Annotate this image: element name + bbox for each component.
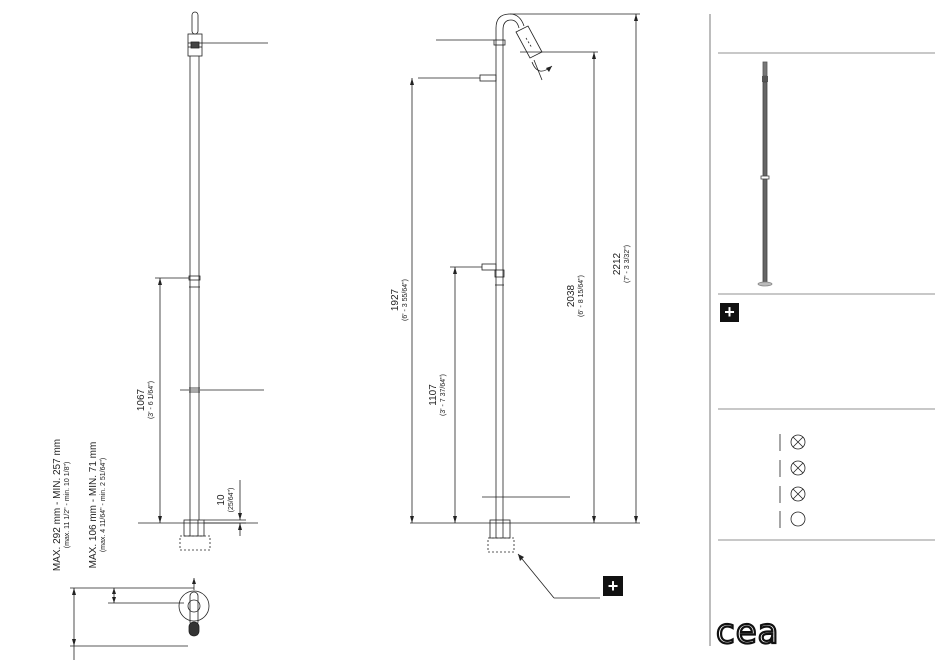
dim-1927-imperial: (6' - 3 55/64"): [402, 279, 409, 321]
info-panel: + cea: [710, 14, 935, 652]
dim-2212-mm: 2212: [612, 252, 623, 275]
upper-control-knob: [480, 75, 496, 81]
mid-joint: [189, 276, 200, 280]
dim-2212-imperial: (7' - 3 3/32"): [624, 245, 631, 283]
leader-line-plus: [518, 554, 554, 598]
plus-icon: +: [608, 576, 619, 596]
dim-2038-mm: 2038: [566, 284, 577, 307]
range-106-main: MAX. 106 mm - MIN. 71 mm: [88, 442, 99, 569]
top-nozzle: [192, 12, 198, 34]
shower-head: [516, 26, 542, 58]
base-flange: [184, 520, 204, 536]
floor-fixing-box: [180, 536, 210, 550]
dim-2038-imperial: (6' - 8 15/64"): [578, 275, 585, 317]
product-thumbnail: [758, 62, 772, 286]
plan-view: [70, 578, 209, 660]
range-292-sub: (max. 11 1/2" - min. 10 1/8"): [64, 462, 71, 549]
dim-1927-mm: 1927: [390, 288, 401, 311]
shower-floor-box: [488, 538, 514, 552]
brand-logo: cea: [716, 612, 779, 652]
range-106-sub: (max. 4 11/64" - min. 2 51/64"): [100, 458, 107, 552]
dim-1107-mm: 1107: [428, 384, 439, 406]
head-ring: [191, 42, 199, 48]
dim-10-mm: 10: [216, 494, 227, 506]
dim-1067-mm: 1067: [136, 388, 147, 411]
left-column-view: [138, 12, 268, 550]
dim-10-imperial: (25/64"): [228, 488, 235, 513]
dim-1067-imperial: (3' - 6 1/64"): [148, 381, 155, 419]
lower-control-knob: [482, 264, 496, 270]
range-292-main: MAX. 292 mm - MIN. 257 mm: [52, 439, 63, 571]
panel-plus-icon: +: [724, 302, 735, 322]
plan-handle: [189, 622, 199, 636]
shower-column-view: [410, 14, 640, 598]
symbol-list: [780, 434, 805, 528]
plan-flange-circle: [179, 591, 209, 621]
plus-box-detail: +: [603, 576, 623, 596]
empty-circle-icon: [791, 512, 805, 526]
dim-1107-imperial: (3' - 7 37/64"): [440, 374, 447, 416]
